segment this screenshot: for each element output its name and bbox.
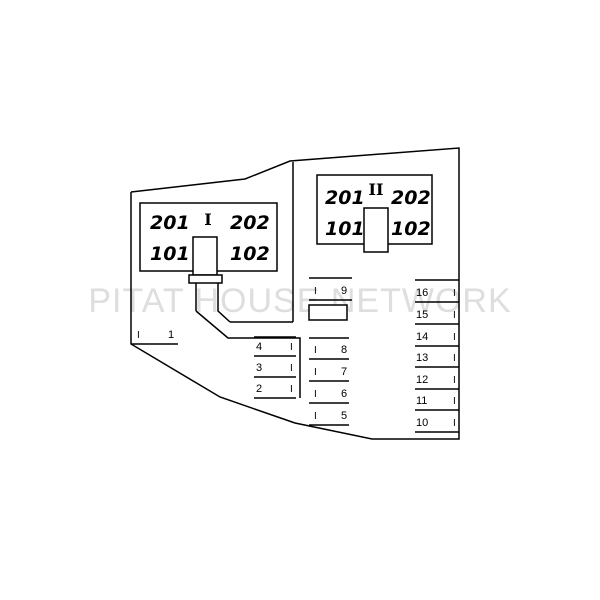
parking-space-marker: I [314, 345, 317, 356]
entrance-box [363, 207, 389, 253]
unit-102: 102 [391, 218, 431, 240]
unit-202: 202 [230, 212, 270, 234]
parking-space-number: 14 [416, 331, 428, 343]
parking-space-number: 10 [416, 417, 428, 429]
parking-space-number: 7 [341, 366, 347, 378]
parking-space-number: 1 [168, 329, 174, 341]
parking-space-number: 8 [341, 344, 347, 356]
unit-202: 202 [391, 187, 431, 209]
unit-201: 201 [325, 187, 365, 209]
parking-space-marker: I [453, 288, 456, 299]
building-1: 201 I 202 101 102 [139, 202, 278, 323]
building-name: I [204, 210, 211, 229]
unit-201: 201 [150, 212, 190, 234]
parking-space-number: 5 [341, 410, 347, 422]
parking-space-number: 2 [256, 383, 262, 395]
parking-space-number: 3 [256, 362, 262, 374]
parking-space-marker: I [453, 375, 456, 386]
walkway-line-right [217, 283, 231, 323]
parking-space-number: 12 [416, 374, 428, 386]
parking-space-marker: I [314, 286, 317, 297]
parking-space-number: 13 [416, 352, 428, 364]
building-name: II [369, 180, 384, 199]
parking-space-number: 4 [256, 341, 262, 353]
parking-space-marker: I [453, 332, 456, 343]
unit-101: 101 [325, 218, 365, 240]
building-2: 201 II 202 101 102 [316, 174, 433, 253]
parking-space-number: 9 [341, 285, 347, 297]
watermark: PITAT HOUSE NETWORK [88, 282, 511, 320]
parking-space-number: 15 [416, 309, 428, 321]
parking-space-marker: I [314, 411, 317, 422]
entrance-box [192, 236, 218, 276]
parking-space-marker: I [290, 384, 293, 395]
parking-space-marker: I [314, 367, 317, 378]
parking-space-marker: I [314, 389, 317, 400]
parking-space-marker: I [453, 396, 456, 407]
parking-space-marker: I [137, 330, 140, 341]
storage-box [308, 304, 348, 321]
parking-space-number: 6 [341, 388, 347, 400]
parking-space-marker: I [453, 310, 456, 321]
parking-space-number: 16 [416, 287, 428, 299]
parking-space-number: 11 [416, 395, 427, 407]
unit-101: 101 [150, 243, 190, 265]
entrance-step [188, 274, 223, 284]
parking-space-marker: I [453, 418, 456, 429]
parking-space-marker: I [453, 353, 456, 364]
parking-space-marker: I [290, 342, 293, 353]
unit-102: 102 [230, 243, 270, 265]
property-outline [130, 147, 460, 440]
parking-space-marker: I [290, 363, 293, 374]
corridor-lower-line [195, 310, 301, 398]
